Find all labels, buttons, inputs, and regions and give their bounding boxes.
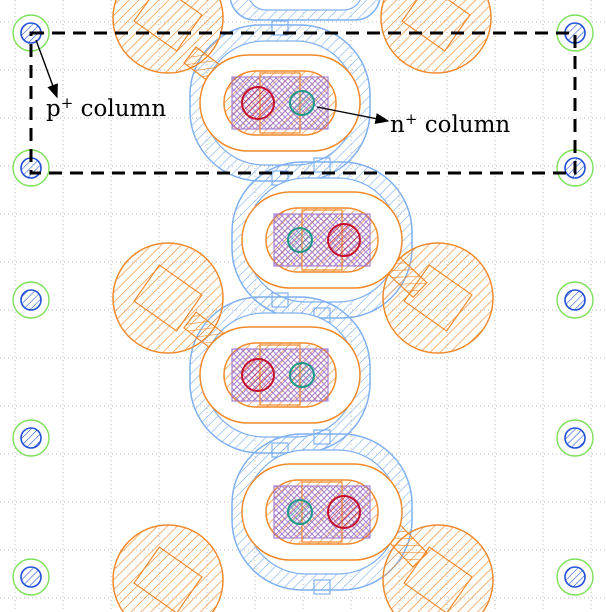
contact-ring-hatch <box>556 558 594 596</box>
n-plus-via <box>289 90 315 116</box>
bump-pad <box>133 546 203 612</box>
n-column-arrow <box>316 106 390 125</box>
metal-tab <box>313 579 331 595</box>
n-plus-via <box>287 227 313 253</box>
column-cells <box>112 0 494 612</box>
side-contacts <box>12 14 594 596</box>
orange-bump <box>112 524 224 612</box>
orange-bump <box>380 0 492 74</box>
n-plus-via <box>287 499 313 525</box>
metal-tab <box>271 20 289 36</box>
contact-dot <box>564 566 586 588</box>
metal-tab <box>271 292 289 308</box>
bump-pad <box>133 264 203 332</box>
n-column-label: n+ column <box>390 110 511 138</box>
p-column-label: p+ column <box>46 94 167 122</box>
bump-pad <box>403 546 473 612</box>
contact-ring-hatch <box>12 419 50 457</box>
p-plus-via <box>241 86 275 120</box>
p-plus-via <box>327 495 361 529</box>
contact-dot <box>564 427 586 449</box>
contact-dot <box>20 566 42 588</box>
p-column-arrow-up <box>35 39 58 99</box>
contact-ring-hatch <box>556 281 594 319</box>
metal-tab <box>313 429 331 445</box>
p-plus-via <box>241 358 275 392</box>
contact-ring-hatch <box>12 281 50 319</box>
contact-dot <box>564 289 586 311</box>
contact-ring-hatch <box>556 419 594 457</box>
metal-loop-top-inner <box>249 0 361 11</box>
contact-dot <box>20 289 42 311</box>
contact-dot <box>20 427 42 449</box>
cell-boundary-box <box>29 31 577 175</box>
contact-ring-hatch <box>12 558 50 596</box>
n-plus-via <box>289 362 315 388</box>
p-plus-via <box>327 223 361 257</box>
